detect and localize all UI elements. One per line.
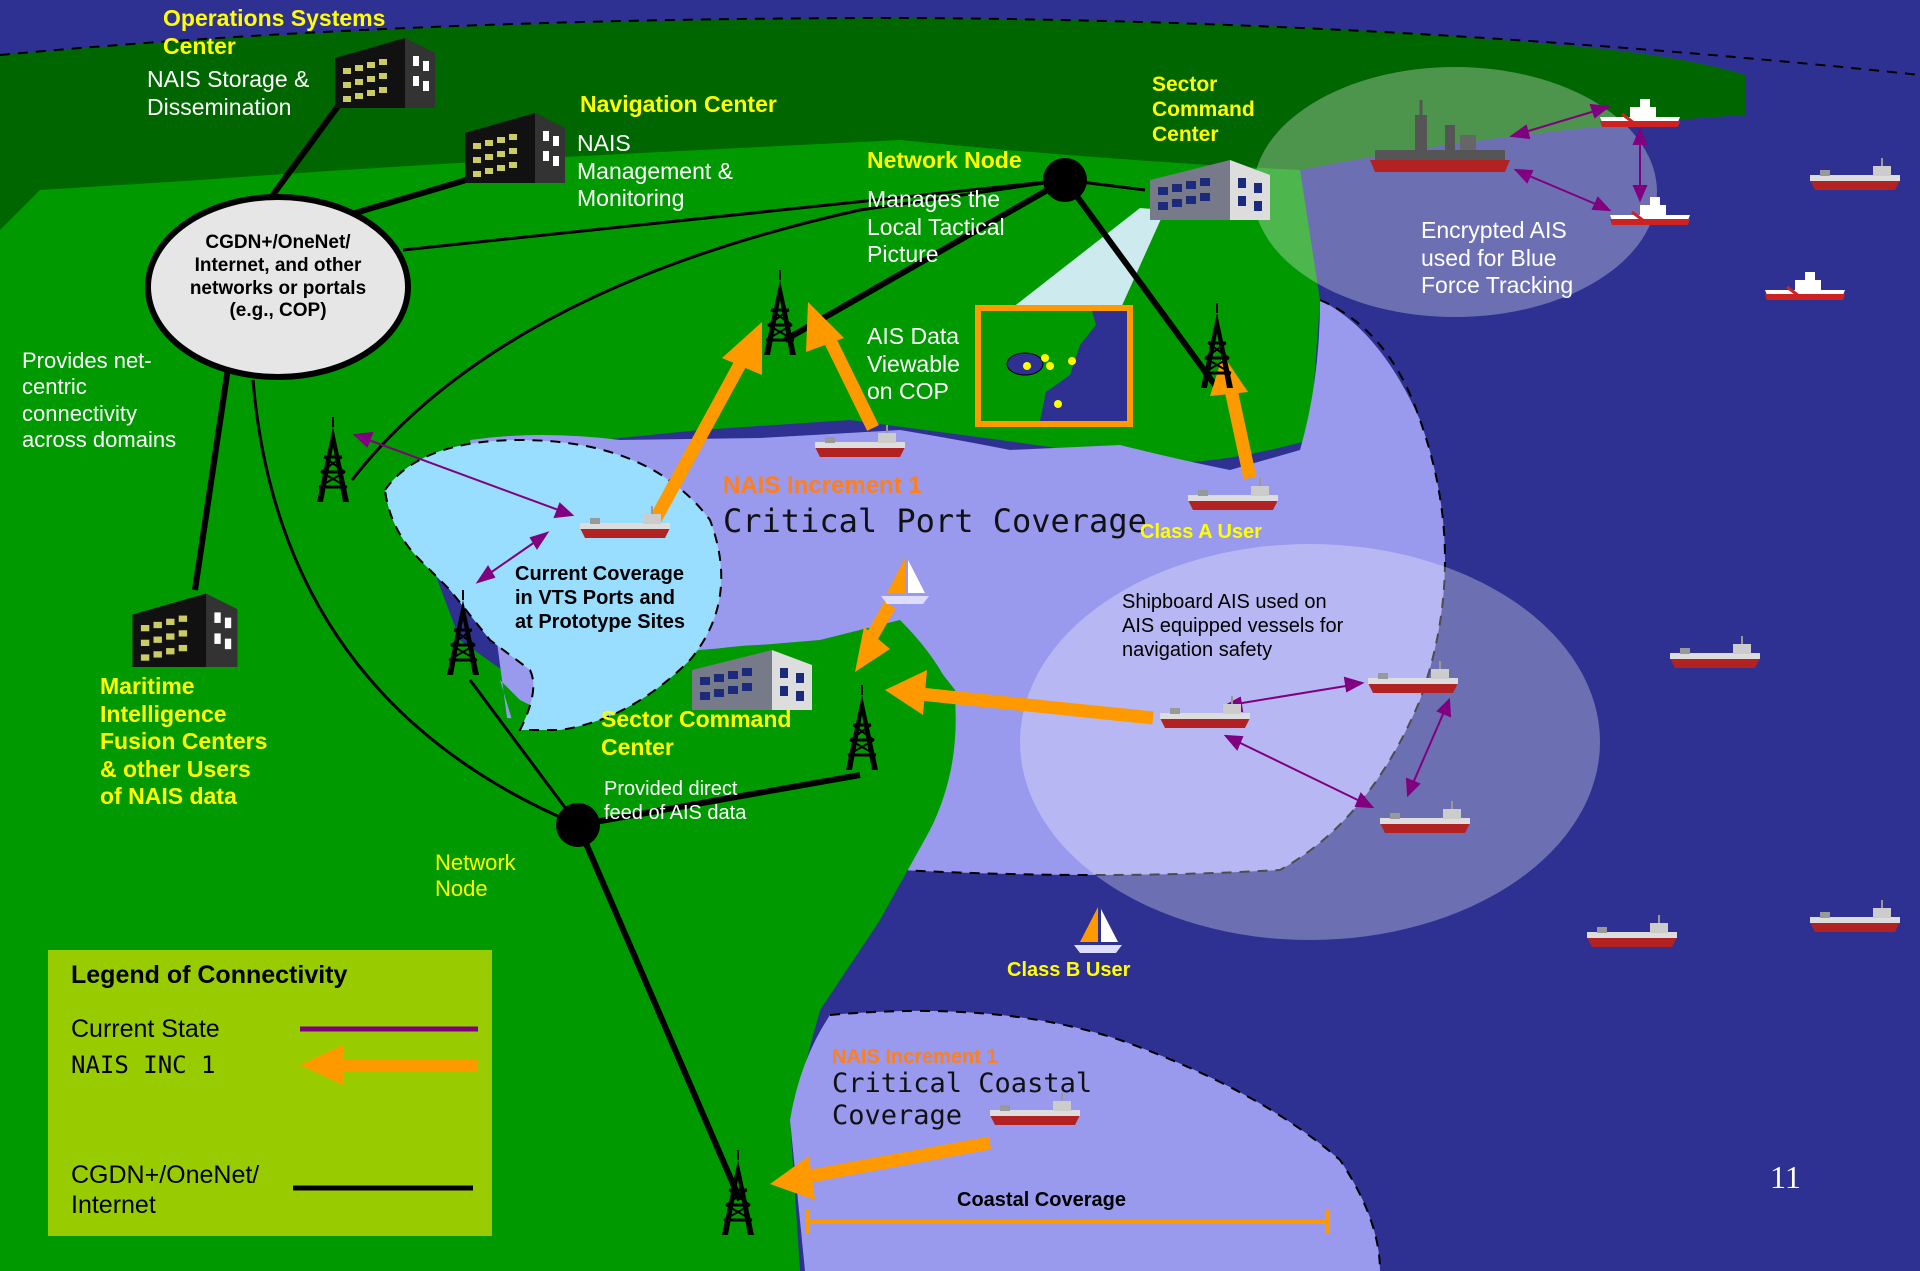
nais-inc1-coastal-title: NAIS Increment 1 [832,1046,998,1068]
port-coverage-area [470,300,1445,875]
encrypted-ais-zone [1253,67,1657,317]
legend-item-current-state: Current State [71,1015,220,1043]
network-lines [192,81,1218,1202]
page-number: 11 [1770,1159,1801,1195]
direct-feed-label: Provided direct feed of AIS data [604,778,747,824]
nais-inc1-port-title: NAIS Increment 1 [723,472,922,499]
legend: Legend of Connectivity Current State NAI… [48,950,492,1236]
shipboard-ais-zone [1020,544,1600,940]
warship-icon [1370,100,1510,172]
network-node-icon [1043,158,1087,202]
ops-center-desc: NAIS Storage & Dissemination [147,66,310,120]
class-b-user-label: Class B User [1007,959,1131,981]
legend-item-nais-inc1: NAIS INC 1 [71,1051,216,1079]
coastal-coverage-area [790,1010,1380,1271]
cop-beam [1012,208,1165,310]
network-node-top-desc: Manages the Local Tactical Picture [867,186,1005,268]
legend-title: Legend of Connectivity [71,961,348,989]
ais-cop-label: AIS Data Viewable on COP [867,323,960,405]
network-node-icon [556,803,600,847]
maritime-intel-label: Maritime Intelligence Fusion Centers & o… [100,673,268,810]
nav-center-title: Navigation Center [580,91,777,117]
legend-item-cgdn: CGDN+/OneNet/ Internet [71,1161,260,1219]
network-node-top-title: Network Node [867,147,1022,173]
current-coverage-label: Current Coverage in VTS Ports and at Pro… [515,563,686,633]
nais-inc1-arrows [649,327,1257,1185]
shipboard-ais-label: Shipboard AIS used on AIS equipped vesse… [1122,591,1344,661]
ops-center-title: Operations Systems Center [163,5,386,59]
current-state-links [352,103,1648,809]
legend-orange-arrow [300,1045,478,1085]
network-node-bottom-label: Network Node [435,850,516,902]
sector-command-top: Sector Command Center [1152,73,1255,147]
land-dark-band [0,18,1745,230]
nais-inc1-coastal-desc: Critical Coastal Coverage [832,1068,1093,1132]
nav-center-desc: NAIS Management & Monitoring [577,130,733,212]
top-coverage-boundary [0,16,1920,76]
net-centric-label: Provides net- centric connectivity acros… [22,348,177,453]
coastal-coverage-ruler [806,1210,1330,1234]
nais-inc1-port-desc: Critical Port Coverage [723,502,1147,540]
cgdn-hub-label: CGDN+/OneNet/ Internet, and other networ… [189,232,367,322]
cgdn-hub [145,194,411,380]
encrypted-ais-label: Encrypted AIS used for Blue Force Tracki… [1421,217,1574,299]
sector-command-mid: Sector Command Center [601,706,792,760]
legend-swatches [293,1026,478,1191]
class-a-user-label: Class A User [1140,521,1262,543]
vts-coverage-area [383,438,723,731]
coastal-coverage-label: Coastal Coverage [957,1189,1126,1211]
cop-screen-icon [975,305,1133,427]
